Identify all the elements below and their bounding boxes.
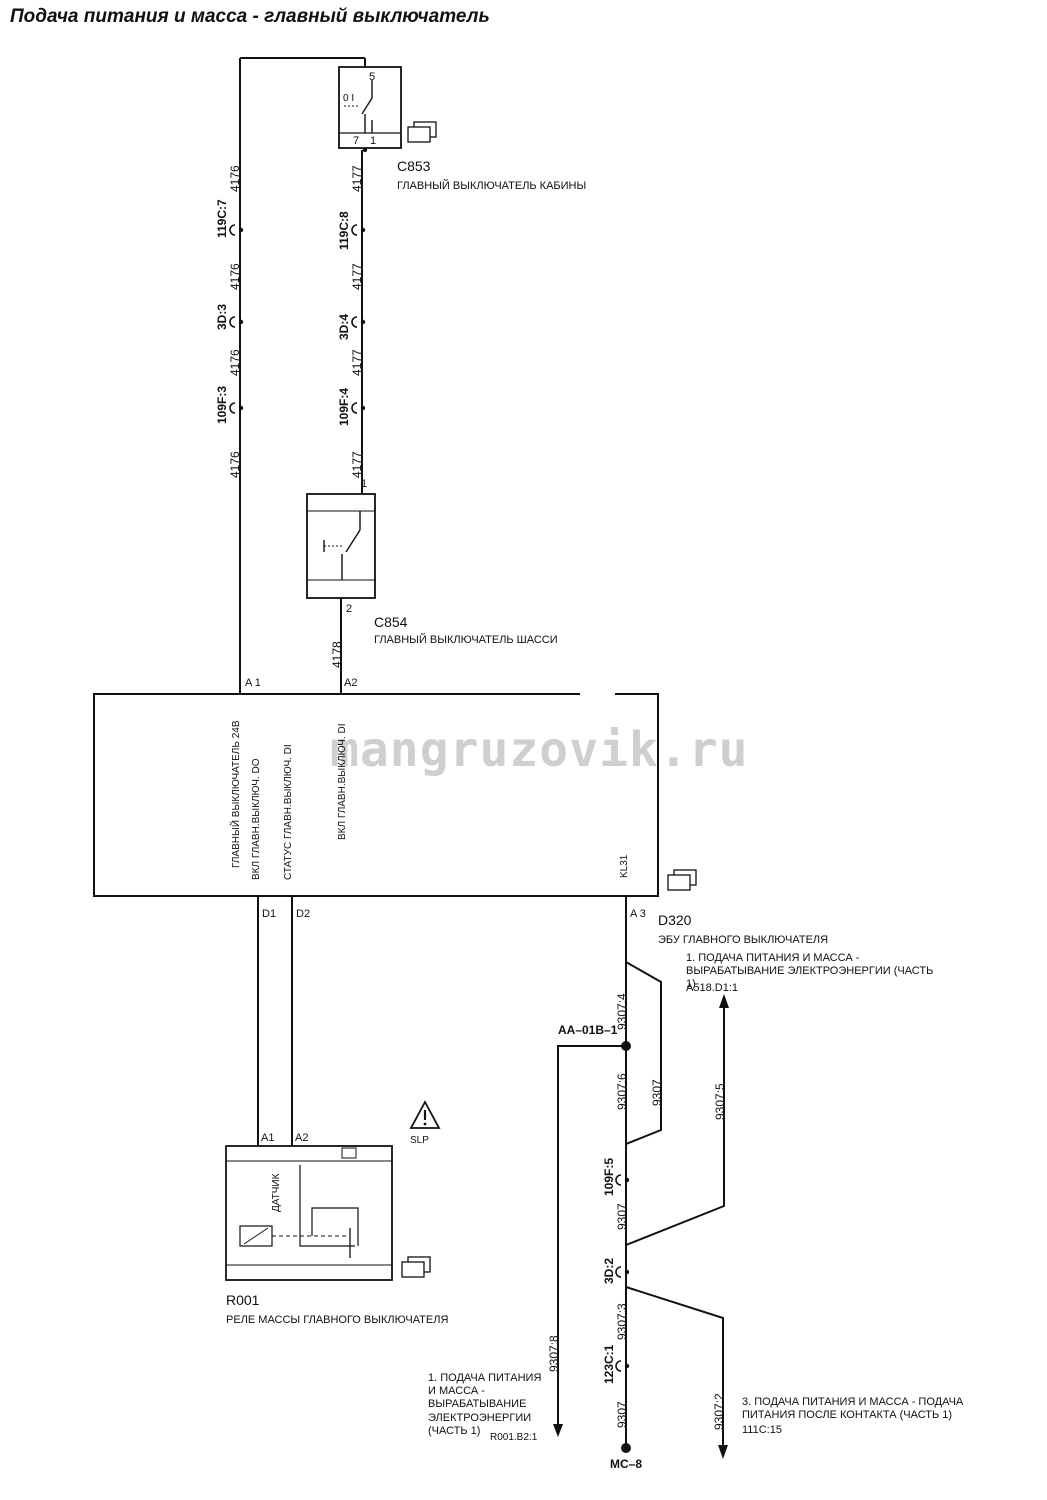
wire-label-4176: 4176 [228, 349, 242, 376]
d320-pin-a1: A 1 [245, 677, 261, 689]
connector-109f3 [229, 402, 244, 414]
r001-id: R001 [226, 1292, 260, 1308]
d320-inner-on-do: ВКЛ ГЛАВН.ВЫКЛЮЧ. DO [251, 758, 262, 881]
r001-reference-icon[interactable] [401, 1256, 431, 1278]
wire-label-9307: 9307 [615, 1401, 629, 1428]
wire-label-4178: 4178 [330, 641, 344, 668]
connector-label-109f3: 109F:3 [215, 385, 229, 424]
d320-reference-icon[interactable] [667, 869, 697, 891]
c854-id: C854 [374, 614, 408, 630]
r001-name: РЕЛЕ МАССЫ ГЛАВНОГО ВЫКЛЮЧАТЕЛЯ [226, 1314, 449, 1326]
c853-name: ГЛАВНЫЙ ВЫКЛЮЧАТЕЛЬ КАБИНЫ [397, 180, 587, 192]
c853-pin-7: 7 [353, 135, 360, 147]
connector-119c8 [351, 224, 367, 236]
wire-4176 [239, 57, 366, 694]
c853-switch-symbol: 0 I [343, 93, 355, 104]
connector-label-3d3: 3D:3 [215, 303, 229, 330]
splice-aa-label: AA–01B–1 [558, 1023, 618, 1037]
segment-label-9307-3: 9307:3 [615, 1303, 629, 1340]
c853-pin-1: 1 [370, 135, 377, 147]
wire-label-4176: 4176 [228, 451, 242, 478]
c854-switch [306, 493, 376, 599]
page-title: Подача питания и масса - главный выключа… [10, 6, 490, 27]
watermark: mangruzovik.ru [330, 722, 749, 778]
d320-inner-main-switch-24v: ГЛАВНЫЙ ВЫКЛЮЧАТЕЛЬ 24В [231, 720, 242, 868]
c853-switch [338, 66, 402, 153]
wire-label-4177: 4177 [350, 263, 364, 290]
d320-pin-d2: D2 [296, 908, 311, 920]
arrow-heads [553, 994, 729, 1459]
c853-reference-icon[interactable] [407, 121, 437, 143]
segment-label-9307-2: 9307:2 [712, 1393, 726, 1430]
wires-d1-d2 [257, 896, 293, 1146]
d320-pin-d1: D1 [262, 908, 277, 920]
c854-name: ГЛАВНЫЙ ВЫКЛЮЧАТЕЛЬ ШАССИ [374, 634, 558, 646]
d320-inner-on-di: ВКЛ ГЛАВН.ВЫКЛЮЧ. DI [337, 723, 348, 841]
connector-label-3d4: 3D:4 [337, 313, 351, 340]
wire-label-4177: 4177 [350, 451, 364, 478]
r001-warning-label: SLP [410, 1135, 429, 1146]
connector-label-109f5: 109F:5 [602, 1157, 616, 1196]
ref1-bottom-text: 1. ПОДАЧА ПИТАНИЯ И МАССА - ВЫРАБАТЫВАНИ… [428, 1372, 542, 1437]
r001-pin-a1: A1 [261, 1132, 275, 1144]
ref1-top-text: 1. ПОДАЧА ПИТАНИЯ И МАССА - ВЫРАБАТЫВАНИ… [686, 952, 934, 991]
c854-pin-2: 2 [346, 603, 353, 615]
ref1-top-code[interactable]: A518.D1:1 [686, 982, 738, 994]
d320-id: D320 [658, 912, 692, 928]
connector-119c7 [229, 224, 244, 236]
d320-pin-a2: A2 [344, 677, 358, 689]
wire-9307-network [557, 896, 725, 1448]
splice-aa-dot [621, 1041, 631, 1051]
warning-icon [409, 1100, 441, 1129]
connector-label-123c1: 123C:1 [602, 1344, 616, 1384]
c854-pin-1: 1 [361, 478, 368, 490]
r001-pin-a2: A2 [295, 1132, 309, 1144]
ref3-code[interactable]: 111C:15 [742, 1424, 782, 1436]
splice-mc-dot [621, 1443, 631, 1453]
connector-label-119c8: 119C:8 [337, 211, 351, 250]
segment-label-9307-6: 9307:6 [615, 1073, 629, 1110]
d320-inner-status-di: СТАТУС ГЛАВН.ВЫКЛЮЧ. DI [283, 744, 294, 880]
wire-label-9307: 9307 [615, 1203, 629, 1230]
wire-label-4177: 4177 [350, 165, 364, 192]
wire-label-4176: 4176 [228, 165, 242, 192]
d320-name: ЭБУ ГЛАВНОГО ВЫКЛЮЧАТЕЛЯ [658, 934, 829, 946]
d320-inner-kl31: KL31 [619, 854, 630, 878]
connector-3d3 [229, 316, 244, 328]
c853-pin-5: 5 [369, 71, 376, 83]
connector-3d4 [351, 316, 367, 328]
d320-ecu-box [93, 693, 659, 897]
splice-mc-label: MC–8 [610, 1457, 643, 1471]
connector-3d2 [615, 1266, 631, 1278]
wire-label-4176: 4176 [228, 263, 242, 290]
c853-id: C853 [397, 158, 431, 174]
wire-label-9307: 9307 [650, 1079, 664, 1106]
connector-109f5 [615, 1174, 631, 1186]
segment-label-9307-4: 9307:4 [615, 993, 629, 1030]
connector-label-109f4: 109F:4 [337, 387, 351, 426]
connector-label-119c7: 119C:7 [215, 199, 229, 238]
ref3-text: 3. ПОДАЧА ПИТАНИЯ И МАССА - ПОДАЧА ПИТАН… [742, 1396, 964, 1422]
segment-label-9307-8: 9307:8 [547, 1335, 561, 1372]
d320-pin-a3: A 3 [630, 908, 646, 920]
ref1-bottom-code[interactable]: R001.B2:1 [490, 1432, 538, 1443]
wire-label-4177: 4177 [350, 349, 364, 376]
connector-109f4 [351, 402, 367, 414]
connector-123c1 [615, 1360, 631, 1372]
connector-label-3d2: 3D:2 [602, 1257, 616, 1284]
r001-relay [225, 1145, 393, 1281]
r001-inner-sensor: ДАТЧИК [271, 1173, 282, 1212]
segment-label-9307-5: 9307:5 [713, 1083, 727, 1120]
